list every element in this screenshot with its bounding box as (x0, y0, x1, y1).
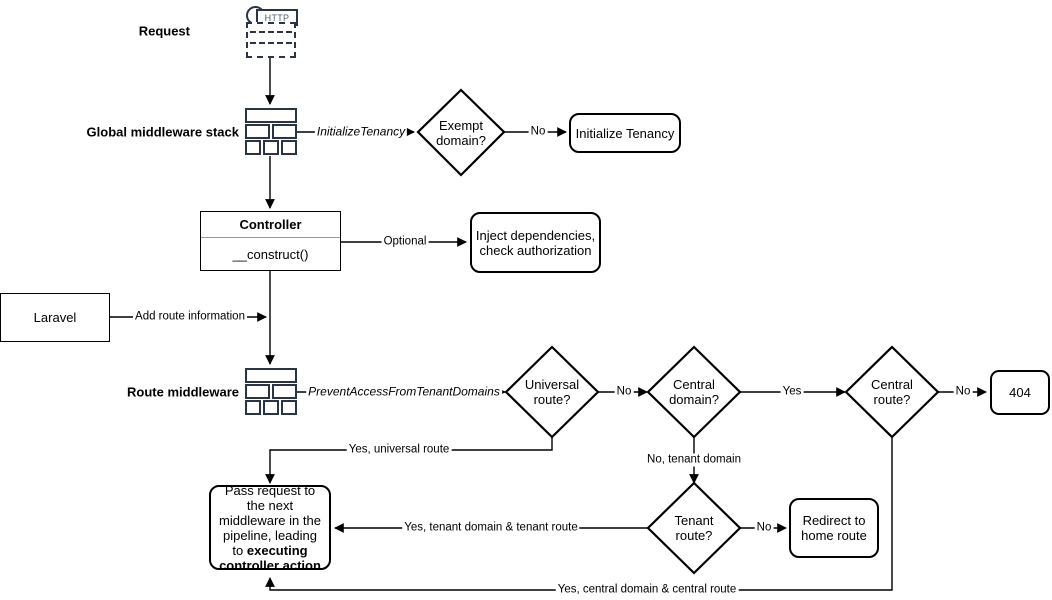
node-404[interactable]: 404 (990, 370, 1050, 415)
edge-label-universal-no: No (614, 385, 634, 399)
edge-label-yes-tenant-domain-tenant-route: Yes, tenant domain & tenant route (402, 521, 580, 535)
http-request-icon: HTTP (246, 6, 298, 58)
node-redirect-line-1: Redirect to (802, 513, 866, 528)
middleware-stack-icon (245, 108, 297, 156)
node-laravel[interactable]: Laravel (0, 293, 110, 342)
edge-label-exempt-no: No (528, 125, 548, 139)
node-pass-request[interactable]: Pass request to the next middleware in t… (209, 482, 331, 573)
node-controller[interactable]: Controller __construct() (200, 211, 341, 271)
diamond-exempt-domain (416, 88, 506, 177)
route-middleware-stack-icon (245, 368, 297, 416)
edge-label-central-domain-yes: Yes (780, 385, 804, 399)
node-redirect-home-route[interactable]: Redirect to home route (789, 498, 879, 558)
node-pass-request-text: Pass request to the next middleware in t… (219, 482, 321, 558)
node-inject-dependencies[interactable]: Inject dependencies, check authorization (470, 212, 601, 273)
diamond-universal-route (504, 345, 600, 439)
edge-label-optional: Optional (381, 235, 429, 249)
edge-label-tenant-route-no: No (754, 521, 774, 535)
node-pass-request-emphasis: executing controller action (219, 542, 321, 573)
node-inject-line-2: check authorization (479, 242, 592, 258)
edge-label-yes-universal-route: Yes, universal route (346, 443, 452, 457)
node-redirect-line-2: home route (801, 528, 867, 543)
node-laravel-label: Laravel (33, 310, 77, 325)
edge-label-add-route-information: Add route information (133, 310, 247, 324)
node-initialize-tenancy-label: Initialize Tenancy (575, 125, 675, 141)
diamond-tenant-route (646, 481, 742, 575)
node-inject-line-1: Inject dependencies, (475, 227, 596, 243)
edge-label-no-tenant-domain: No, tenant domain (645, 453, 743, 467)
node-404-label: 404 (1009, 385, 1031, 400)
label-global-middleware-stack: Global middleware stack (86, 124, 239, 140)
edge-label-central-route-no: No (953, 385, 973, 399)
edge-label-prevent-access: PreventAccessFromTenantDomains (306, 384, 502, 399)
http-request-body-icon (246, 22, 296, 58)
node-controller-method: __construct() (232, 247, 309, 262)
diamond-central-route (844, 345, 940, 439)
node-controller-title: Controller (201, 212, 340, 238)
label-request: Request (138, 23, 190, 39)
label-route-middleware: Route middleware (127, 384, 239, 400)
node-initialize-tenancy[interactable]: Initialize Tenancy (569, 113, 681, 153)
diamond-central-domain (646, 345, 742, 439)
edge-label-initialize-tenancy: InitializeTenancy (314, 124, 408, 139)
edge-label-yes-central-domain-central-route: Yes, central domain & central route (555, 583, 739, 597)
